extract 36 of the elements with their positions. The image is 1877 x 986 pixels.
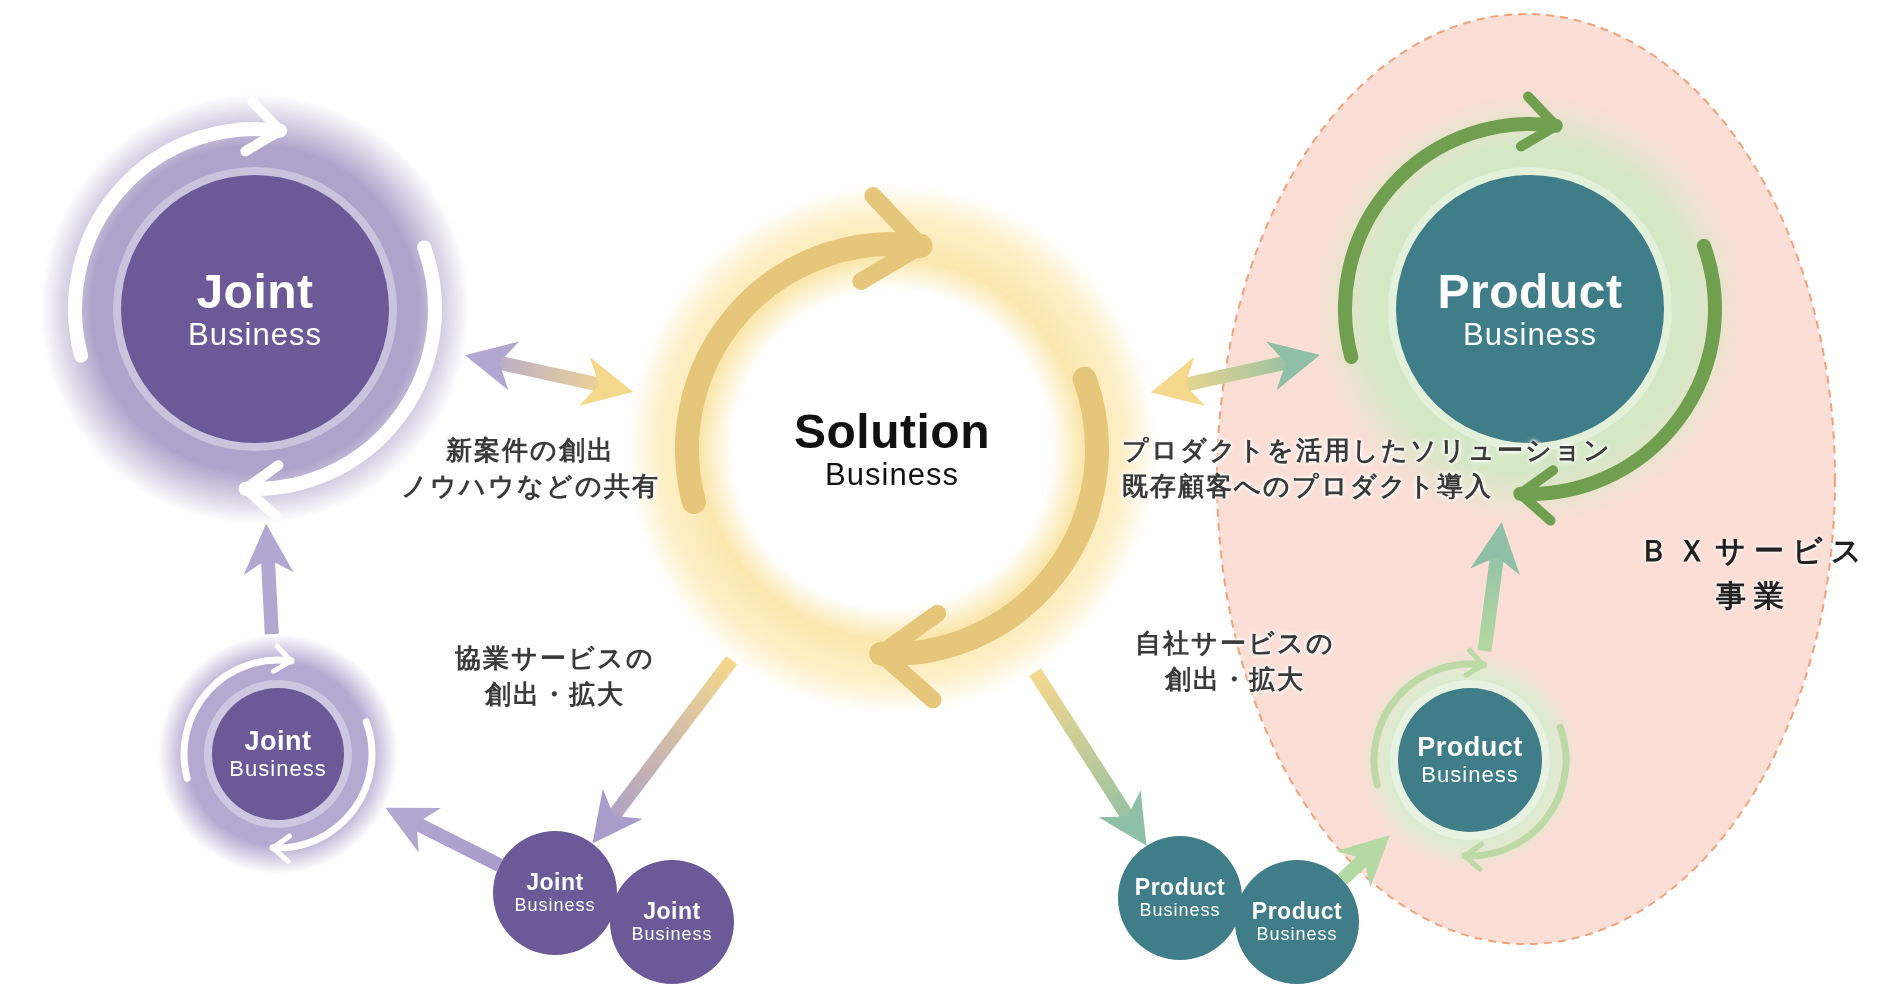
arrow bbox=[1336, 835, 1390, 888]
region-label: ＢＸサービス事業 bbox=[1637, 533, 1871, 614]
edge-label: プロダクトを活用したソリューション既存顧客へのプロダクト導入 bbox=[1122, 434, 1613, 504]
arrow bbox=[1150, 341, 1320, 406]
node-title: Solution bbox=[794, 405, 990, 459]
node-title: Joint bbox=[196, 265, 314, 319]
node-title: Joint bbox=[244, 727, 312, 757]
arrow bbox=[465, 341, 634, 406]
node-subtitle: Business bbox=[1463, 318, 1597, 353]
business-circle bbox=[158, 634, 398, 874]
node-title: Product bbox=[1437, 265, 1623, 319]
node-subtitle: Business bbox=[188, 318, 322, 353]
business-circle bbox=[493, 831, 617, 955]
node-subtitle: Business bbox=[1256, 924, 1338, 945]
node-subtitle: Business bbox=[1139, 900, 1221, 921]
node-title: Joint bbox=[643, 899, 701, 925]
node-title: Joint bbox=[526, 870, 584, 896]
node-subtitle: Business bbox=[825, 458, 959, 493]
edge-label: 新案件の創出ノウハウなどの共有 bbox=[399, 434, 661, 504]
business-circle bbox=[1235, 860, 1359, 984]
node-title: Product bbox=[1134, 875, 1226, 901]
edge-label: 協業サービスの創出・拡大 bbox=[454, 642, 656, 712]
node-title: Product bbox=[1251, 899, 1343, 925]
arrow bbox=[1470, 522, 1520, 652]
business-circle bbox=[610, 860, 734, 984]
node-title: Product bbox=[1417, 733, 1523, 763]
business-circle bbox=[1118, 836, 1242, 960]
arrow bbox=[1029, 668, 1147, 846]
node-subtitle: Business bbox=[631, 924, 713, 945]
arrow bbox=[385, 807, 503, 872]
arrow bbox=[243, 523, 294, 635]
node-subtitle: Business bbox=[1421, 762, 1519, 787]
node-subtitle: Business bbox=[229, 756, 327, 781]
arrow bbox=[592, 655, 738, 844]
edge-label: 自社サービスの創出・拡大 bbox=[1134, 627, 1336, 697]
node-subtitle: Business bbox=[514, 895, 596, 916]
